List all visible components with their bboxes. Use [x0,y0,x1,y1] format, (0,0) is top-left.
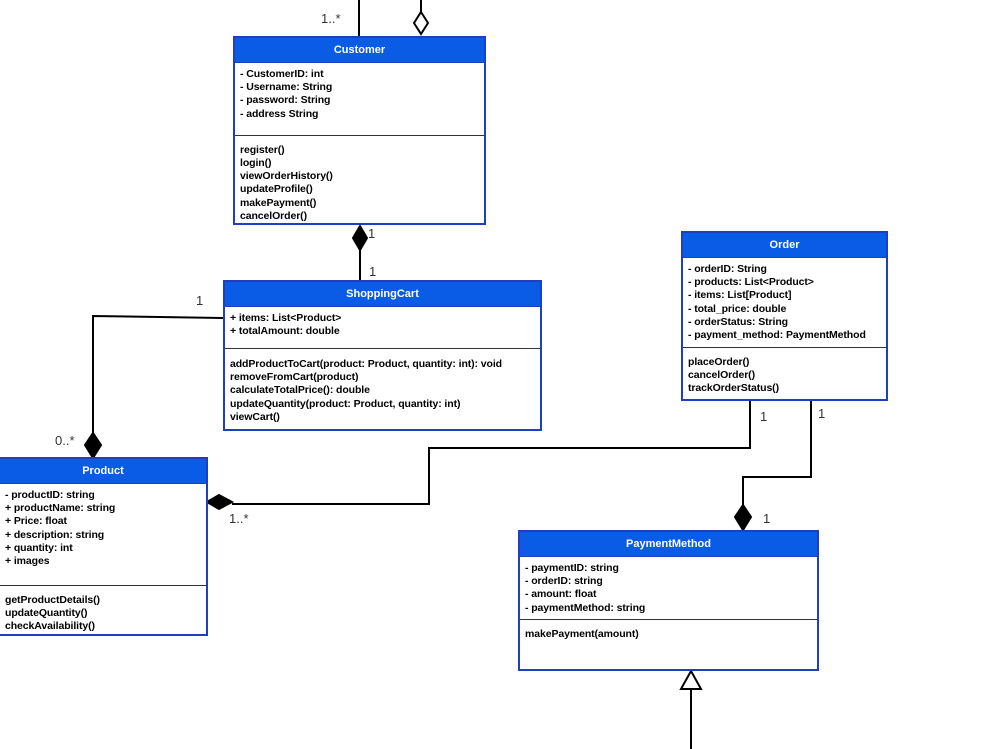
composition-line-order-payment [742,400,812,505]
operation: makePayment(amount) [525,628,639,640]
class-shoppingcart-operations: addProductToCart(product: Product, quant… [225,349,540,429]
multiplicity-order-payment-order: 1 [818,406,826,421]
attribute: - amount: float [525,588,597,601]
class-shoppingcart[interactable]: ShoppingCart + items: List<Product> + to… [223,280,542,431]
multiplicity-order-payment-payment: 1 [763,511,771,526]
class-order-name: Order [683,233,886,258]
attribute: + Price: float [5,515,67,528]
multiplicity-customer-top: 1..* [321,11,341,26]
operation: register() [240,143,285,156]
generalization-triangle-payment [679,668,703,690]
class-product-name: Product [0,459,206,484]
class-product[interactable]: Product - productID: string + productNam… [0,457,208,636]
attribute: - items: List[Product] [688,289,792,302]
operation: calculateTotalPrice(): double [230,384,370,397]
multiplicity-order-product-product: 1..* [229,511,249,526]
operation: cancelOrder() [240,209,307,222]
class-customer[interactable]: Customer - CustomerID: int - Username: S… [233,36,486,225]
class-order[interactable]: Order - orderID: String - products: List… [681,231,888,401]
composition-diamond-product-cart [83,431,103,460]
attribute: - payment_method: PaymentMethod [688,329,866,342]
attribute: - orderID: string [525,575,603,588]
attribute: - orderID: String [688,263,767,275]
operation: placeOrder() [688,356,750,368]
operation: updateQuantity() [5,607,88,620]
operation: viewOrderHistory() [240,170,333,183]
operation: login() [240,156,272,169]
class-paymentmethod-name: PaymentMethod [520,532,817,557]
class-paymentmethod-attributes: - paymentID: string - orderID: string - … [520,557,817,620]
class-paymentmethod-operations: makePayment(amount) [520,620,817,669]
operation: removeFromCart(product) [230,371,359,384]
operation: cancelOrder() [688,369,755,382]
attribute: - total_price: double [688,302,787,315]
composition-diamond-payment [733,503,753,532]
class-shoppingcart-name: ShoppingCart [225,282,540,307]
operation: updateQuantity(product: Product, quantit… [230,397,461,410]
class-product-attributes: - productID: string + productName: strin… [0,484,206,586]
operation: addProductToCart(product: Product, quant… [230,358,502,370]
attribute: - address String [240,107,319,120]
composition-line-order-product [232,400,751,505]
multiplicity-cart-product-product: 0..* [55,433,75,448]
multiplicity-cart-product-cart: 1 [196,293,204,308]
attribute: - CustomerID: int [240,68,324,80]
composition-line-cart-product [92,314,224,433]
class-customer-attributes: - CustomerID: int - Username: String - p… [235,63,484,136]
operation: viewCart() [230,410,280,423]
attribute: - orderStatus: String [688,315,788,328]
operation: checkAvailability() [5,620,95,633]
multiplicity-customer-cart-upper: 1 [368,226,376,241]
attribute: - paymentID: string [525,562,619,574]
operation: getProductDetails() [5,594,100,606]
attribute: - password: String [240,94,331,107]
attribute: - Username: String [240,81,333,94]
attribute: - products: List<Product> [688,276,814,289]
attribute: + productName: string [5,502,116,515]
composition-diamond-customer [351,224,369,252]
class-shoppingcart-attributes: + items: List<Product> + totalAmount: do… [225,307,540,349]
aggregation-diamond-customer [412,10,430,36]
class-paymentmethod[interactable]: PaymentMethod - paymentID: string - orde… [518,530,819,671]
composition-diamond-product-order [205,493,235,511]
class-order-operations: placeOrder() cancelOrder() trackOrderSta… [683,348,886,399]
multiplicity-customer-cart-lower: 1 [369,264,377,279]
operation: trackOrderStatus() [688,382,779,395]
attribute: + quantity: int [5,541,73,554]
attribute: + items: List<Product> [230,312,342,324]
operation: updateProfile() [240,183,313,196]
attribute: - paymentMethod: string [525,601,646,614]
attribute: - productID: string [5,489,95,501]
class-product-operations: getProductDetails() updateQuantity() che… [0,586,206,634]
class-customer-name: Customer [235,38,484,63]
class-order-attributes: - orderID: String - products: List<Produ… [683,258,886,348]
attribute: + totalAmount: double [230,325,340,338]
class-customer-operations: register() login() viewOrderHistory() up… [235,136,484,223]
attribute: + description: string [5,528,105,541]
operation: makePayment() [240,196,317,209]
attribute: + images [5,555,50,568]
multiplicity-order-product-order: 1 [760,409,768,424]
